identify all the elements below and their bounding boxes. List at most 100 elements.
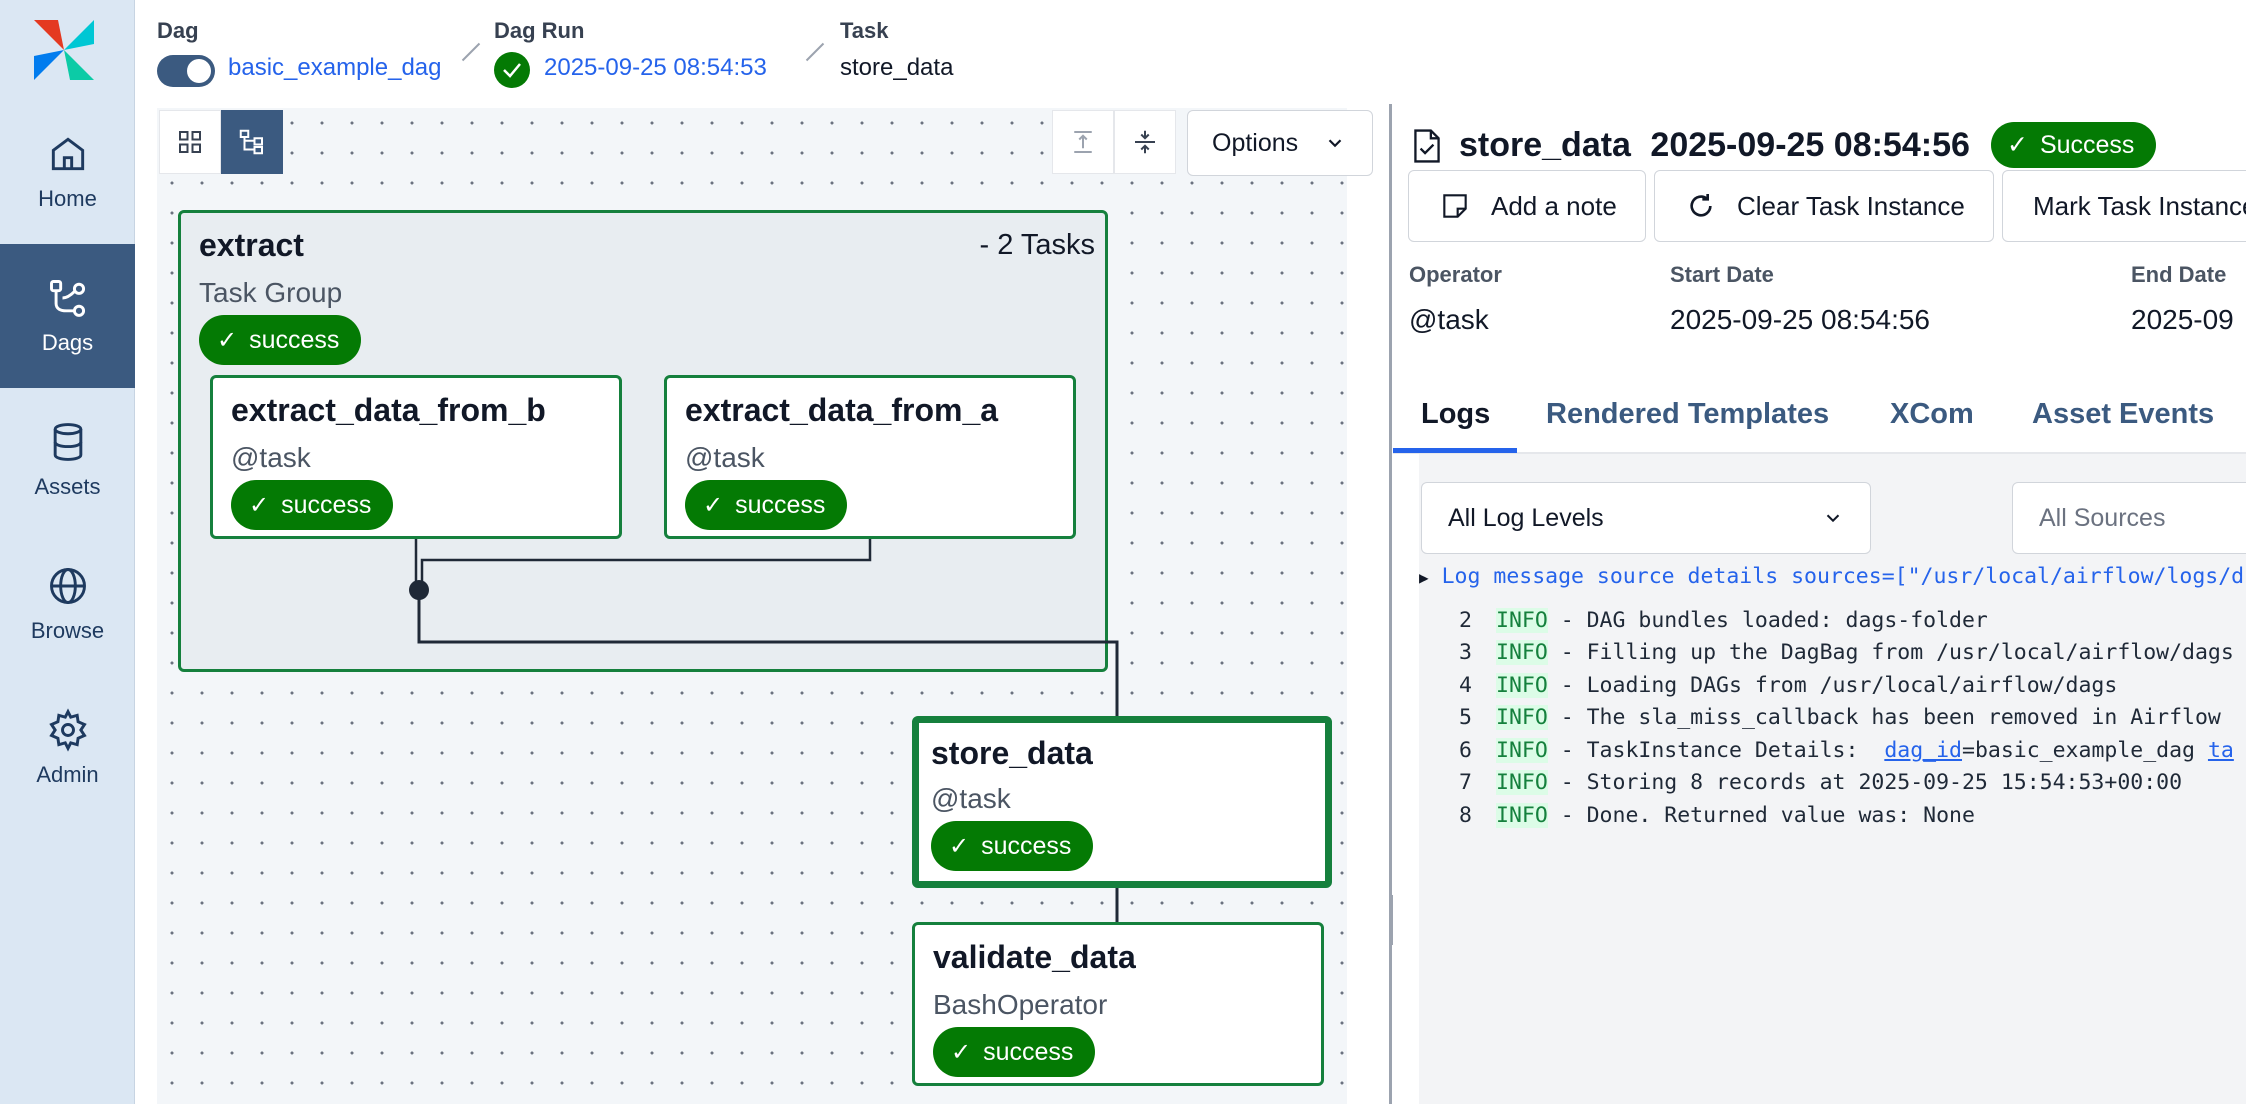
gear-icon [48, 708, 87, 752]
log-level: INFO [1496, 705, 1548, 730]
home-icon [51, 137, 84, 171]
panel-divider[interactable] [1389, 104, 1392, 1104]
status-badge: ✓success [231, 480, 394, 530]
airflow-logo[interactable] [28, 14, 100, 86]
grid-icon [179, 131, 201, 153]
status-label: success [983, 1037, 1074, 1066]
task-node-validate-data[interactable]: validate_data BashOperator ✓success [912, 922, 1324, 1086]
node-title: extract_data_from_a [685, 392, 999, 428]
options-label: Options [1212, 128, 1299, 157]
chevron-down-icon [1826, 514, 1840, 523]
breadcrumb-task-title: Task [840, 18, 889, 43]
log-text: - Storing 8 records at 2025-09-25 15:54:… [1547, 770, 2183, 795]
group-task-count[interactable]: - 2 Tasks [979, 229, 1095, 261]
active-tab-indicator [1393, 448, 1517, 453]
task-heading: store_data 2025-09-25 08:54:56 [1459, 126, 1970, 165]
status-label: success [735, 490, 826, 519]
breadcrumb-separator [805, 42, 825, 62]
dag-link[interactable]: basic_example_dag [228, 54, 442, 81]
clear-task-instance-button[interactable]: Clear Task Instance [1654, 170, 1994, 242]
log-source-value: All Sources [2039, 503, 2166, 532]
operator-value: @task [1409, 304, 1489, 335]
log-source-select[interactable]: All Sources [2012, 482, 2246, 554]
group-title: extract [199, 227, 304, 263]
dag-run-link[interactable]: 2025-09-25 08:54:53 [544, 54, 767, 81]
task-instance-panel: store_data 2025-09-25 08:54:56 ✓Success … [1393, 104, 2246, 1104]
log-level-select[interactable]: All Log Levels [1421, 482, 1871, 554]
line-number: 7 [1459, 770, 1472, 795]
sidebar-item-dags[interactable]: Dags [0, 244, 135, 388]
log-key[interactable]: ta [2207, 738, 2234, 763]
graph-view-button[interactable] [221, 110, 283, 174]
node-operator: BashOperator [933, 989, 1108, 1020]
breadcrumb-dag-title: Dag [157, 18, 199, 43]
node-operator: @task [685, 442, 765, 473]
add-note-button[interactable]: Add a note [1408, 170, 1646, 242]
task-node-extract-data-from-b[interactable]: extract_data_from_b @task ✓success [210, 375, 622, 539]
status-badge: ✓success [685, 480, 848, 530]
status-label: success [981, 831, 1072, 860]
log-viewer[interactable] [1419, 454, 2246, 1104]
dags-icon [49, 280, 85, 317]
tab-rendered-templates[interactable]: Rendered Templates [1546, 398, 1830, 430]
log-summary-text: Log message source details sources=["/us… [1441, 564, 2245, 589]
log-text: - DAG bundles loaded: dags-folder [1547, 608, 1988, 633]
tab-asset-events[interactable]: Asset Events [2032, 398, 2215, 430]
mark-task-instance-label: Mark Task Instance [2033, 190, 2246, 221]
node-operator: @task [231, 442, 311, 473]
caret-right-icon: ▶ [1419, 568, 1429, 587]
sidebar-item-assets[interactable]: Assets [0, 388, 135, 532]
sidebar-item-browse[interactable]: Browse [0, 532, 135, 676]
sidebar-item-label: Browse [30, 618, 105, 643]
log-text: - The sla_miss_callback has been removed… [1547, 705, 2221, 730]
log-line: 2 INFO - DAG bundles loaded: dags-folder [1419, 608, 1988, 640]
sidebar-item-label: Assets [34, 474, 101, 499]
end-date-label: End Date [2131, 262, 2227, 287]
mark-task-instance-button[interactable]: Mark Task Instance [2002, 170, 2246, 242]
line-number: 8 [1459, 803, 1472, 828]
note-icon [1443, 194, 1467, 218]
options-dropdown[interactable]: Options [1187, 110, 1373, 176]
state-label: Success [2039, 130, 2135, 159]
file-check-icon [1414, 129, 1440, 163]
breadcrumb-run: Dag Run [494, 18, 584, 44]
dag-pause-toggle[interactable] [157, 55, 215, 87]
node-operator: @task [931, 783, 1011, 814]
start-date-label: Start Date [1670, 262, 1774, 287]
tab-logs[interactable]: Logs [1421, 398, 1491, 430]
grid-view-button[interactable] [159, 110, 221, 174]
node-title: store_data [931, 735, 1093, 771]
sidebar-item-admin[interactable]: Admin [0, 676, 135, 820]
task-node-extract-data-from-a[interactable]: extract_data_from_a @task ✓success [664, 375, 1076, 539]
state-badge: ✓Success [1991, 122, 2157, 168]
collapse-icon [1135, 130, 1155, 154]
sidebar-item-label: Admin [36, 762, 99, 787]
collapse-all-button[interactable] [1114, 110, 1176, 174]
breadcrumb-task: Task store_data [840, 18, 953, 81]
sidebar: Home Dags Assets Browse Admin [0, 0, 135, 1104]
status-label: success [249, 325, 340, 354]
line-number: 2 [1459, 608, 1472, 633]
task-node-store-data[interactable]: store_data @task ✓success [912, 716, 1332, 888]
node-title: validate_data [933, 939, 1136, 975]
log-key[interactable]: dag_id [1884, 738, 1962, 763]
sidebar-item-home[interactable]: Home [0, 100, 135, 244]
refresh-icon [1690, 194, 1712, 217]
node-title: extract_data_from_b [231, 392, 546, 428]
log-source-details-toggle[interactable]: ▶ Log message source details sources=["/… [1419, 564, 2244, 589]
log-level-value: All Log Levels [1448, 503, 1604, 532]
end-date-value: 2025-09 [2131, 304, 2234, 335]
expand-all-button[interactable] [1052, 110, 1114, 174]
task-heading-name: store_data [1459, 126, 1631, 164]
log-text: - Filling up the DagBag from /usr/local/… [1547, 640, 2234, 665]
log-text: - Loading DAGs from /usr/local/airflow/d… [1547, 673, 2118, 698]
log-level: INFO [1496, 608, 1548, 633]
tab-xcom[interactable]: XCom [1890, 398, 1974, 430]
log-level: INFO [1496, 673, 1548, 698]
